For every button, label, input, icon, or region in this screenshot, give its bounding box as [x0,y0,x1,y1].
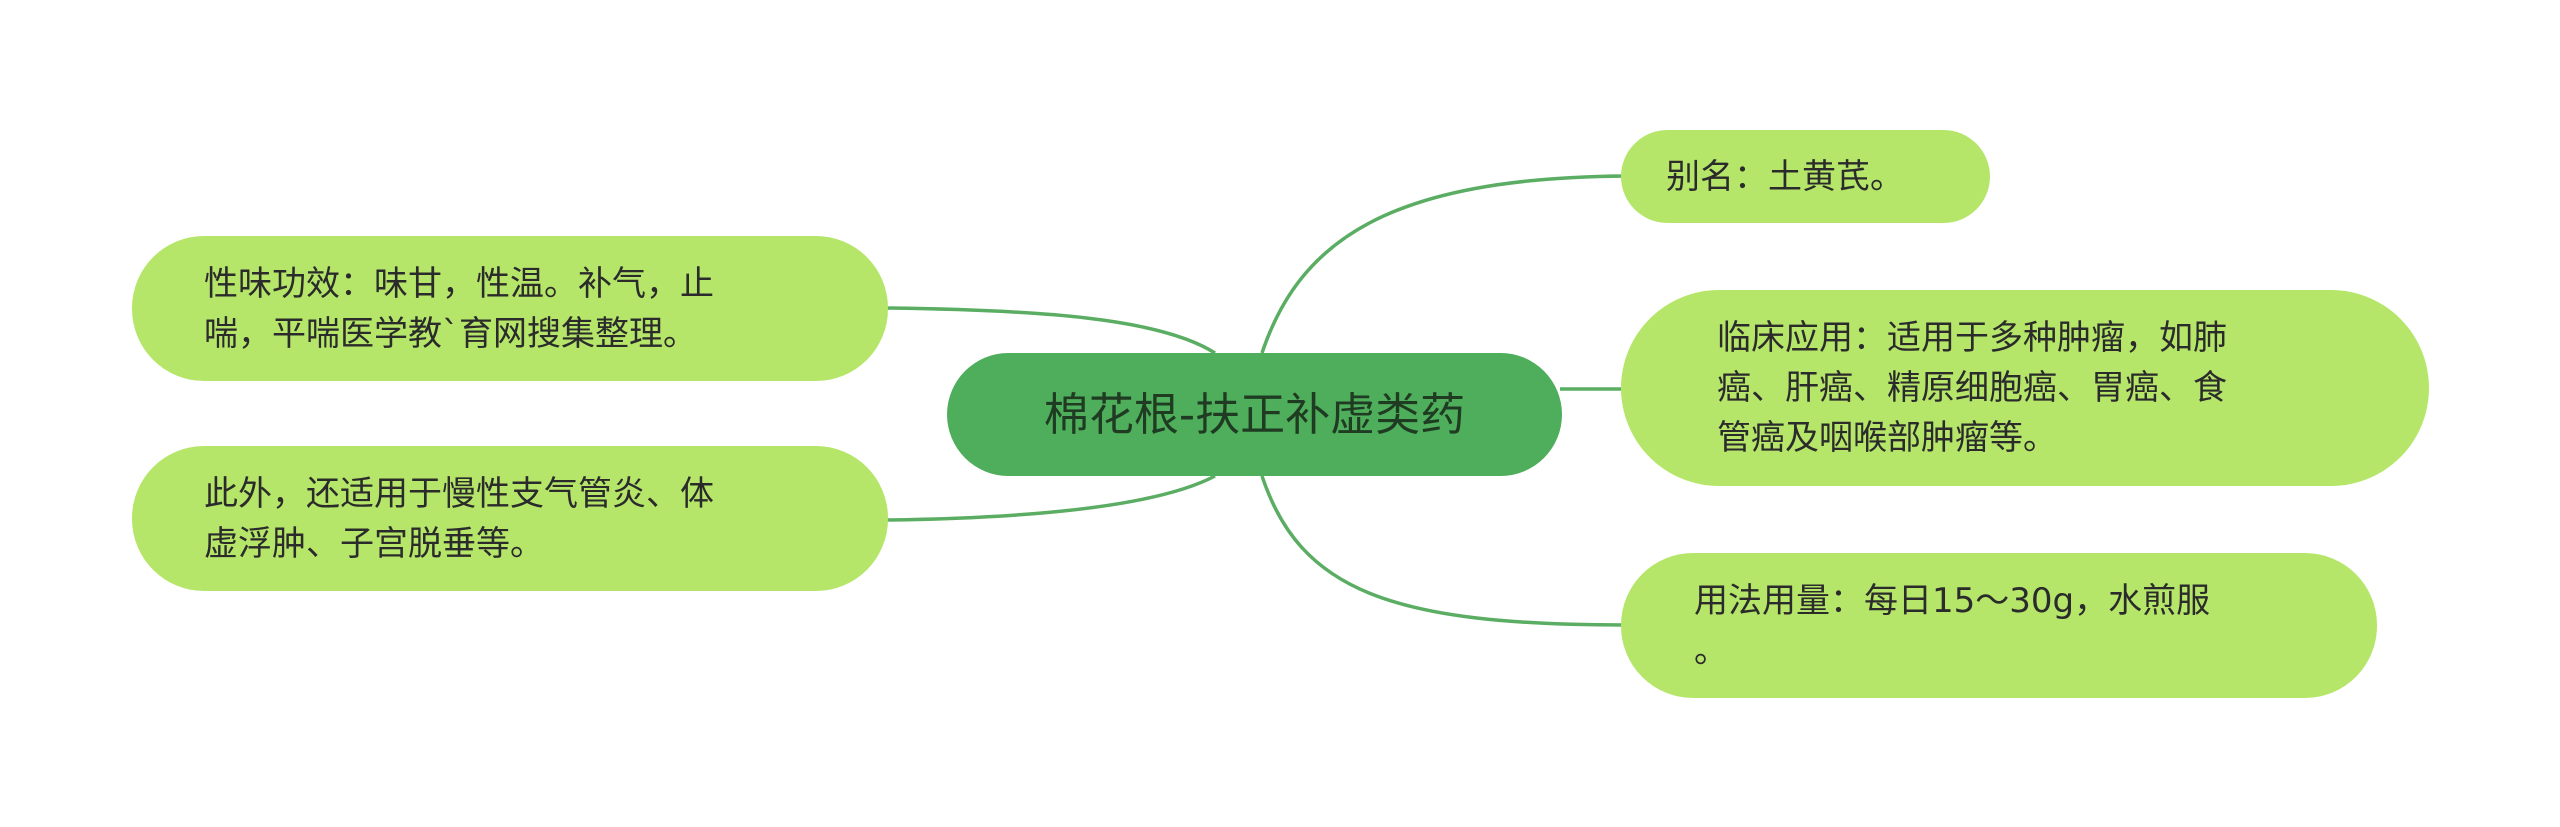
branch-text-line: 临床应用：适用于多种肿瘤，如肺 [1717,318,2227,358]
connector-left-2 [884,474,1216,522]
branch-text-line: 。 [1694,630,1728,671]
branch-text-line: 此外，还适用于慢性支气管炎、体 [204,473,714,514]
central-topic[interactable]: 棉花根-扶正补虚类药 [947,353,1562,476]
connector-right-3 [1260,475,1626,627]
branch-node-other-uses[interactable]: 此外，还适用于慢性支气管炎、体 虚浮肿、子宫脱垂等。 [132,446,888,591]
branch-node-dosage[interactable]: 用法用量：每日15～30g，水煎服 。 [1621,553,2377,698]
connector-left-1 [884,306,1216,355]
central-topic-label: 棉花根-扶正补虚类药 [1043,387,1466,441]
branch-node-clinical-use[interactable]: 临床应用：适用于多种肿瘤，如肺 癌、肝癌、精原细胞癌、胃癌、食 管癌及咽喉部肿瘤… [1621,290,2429,486]
branch-node-alias[interactable]: 别名：土黄芪。 [1621,130,1990,223]
branch-text-line: 癌、肝癌、精原细胞癌、胃癌、食 [1717,368,2227,408]
branch-text-line: 性味功效：味甘，性温。补气，止 [204,263,714,304]
branch-text-line: 管癌及咽喉部肿瘤等。 [1717,418,2057,458]
branch-text-line: 喘，平喘医学教`育网搜集整理。 [204,313,697,354]
branch-text-line: 别名：土黄芪。 [1666,156,1904,197]
branch-text-line: 用法用量：每日15～30g，水煎服 [1694,580,2211,621]
branch-node-flavor-effects[interactable]: 性味功效：味甘，性温。补气，止 喘，平喘医学教`育网搜集整理。 [132,236,888,381]
branch-text-line: 虚浮肿、子宫脱垂等。 [204,523,544,564]
connector-right-1 [1260,174,1626,354]
